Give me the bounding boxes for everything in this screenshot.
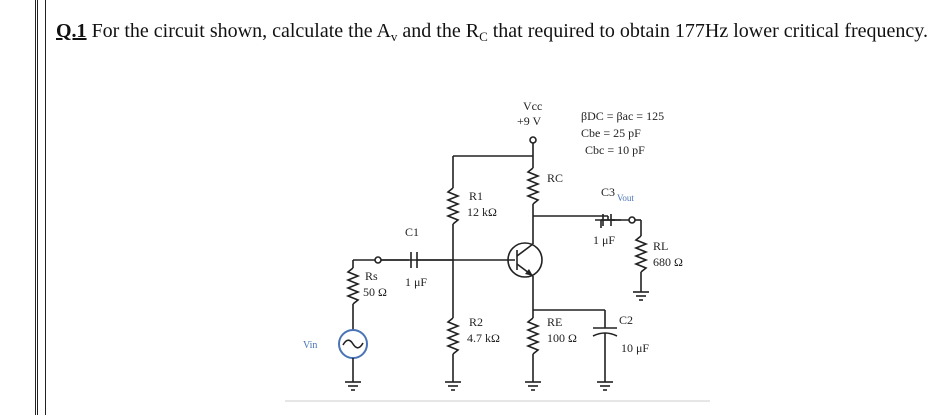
r1-value: 12 kΩ <box>467 205 497 219</box>
cbc-spec: Cbc = 10 pF <box>585 143 645 157</box>
r2-label: R2 <box>469 315 483 329</box>
vcc-terminal <box>529 136 537 144</box>
rs-resistor <box>345 259 375 330</box>
rc-resistor <box>525 156 541 238</box>
vin-label: Vin <box>303 340 317 351</box>
beta-spec: βDC = βac = 125 <box>581 109 664 123</box>
r1-resistor <box>445 156 461 260</box>
re-resistor <box>525 317 541 391</box>
circuit-diagram: Vcc +9 V βDC = βac = 125 Cbe = 25 pF Cbc… <box>285 96 710 402</box>
c3-label: C3 <box>601 185 615 199</box>
transistor <box>507 242 543 278</box>
rl-value: 680 Ω <box>653 255 683 269</box>
re-value: 100 Ω <box>547 331 577 345</box>
r2-value: 4.7 kΩ <box>467 331 500 345</box>
rs-value: 50 Ω <box>363 285 387 299</box>
vin-source <box>338 329 368 391</box>
re-label: RE <box>547 315 562 329</box>
r2-resistor <box>445 260 461 391</box>
rc-label: RC <box>547 171 563 185</box>
c2-value: 10 μF <box>621 341 649 355</box>
vout-terminal <box>628 216 636 224</box>
page-border-inner <box>45 0 46 415</box>
vout-label: Vout <box>617 193 634 203</box>
c1-label: C1 <box>405 225 419 239</box>
rs-label: Rs <box>365 269 378 283</box>
rl-label: RL <box>653 239 668 253</box>
rl-resistor <box>633 235 649 301</box>
cbe-spec: Cbe = 25 pF <box>581 126 641 140</box>
c2-label: C2 <box>619 313 633 327</box>
question-number: Q.1 <box>56 20 87 42</box>
page-border <box>35 0 938 415</box>
c3-value: 1 μF <box>593 233 615 247</box>
vcc-label: Vcc <box>523 99 542 113</box>
question-text: Q.1 For the circuit shown, calculate the… <box>56 20 928 44</box>
c2-capacitor <box>592 327 618 391</box>
vcc-value: +9 V <box>517 114 542 128</box>
c1-value: 1 μF <box>405 275 427 289</box>
r1-label: R1 <box>469 189 483 203</box>
